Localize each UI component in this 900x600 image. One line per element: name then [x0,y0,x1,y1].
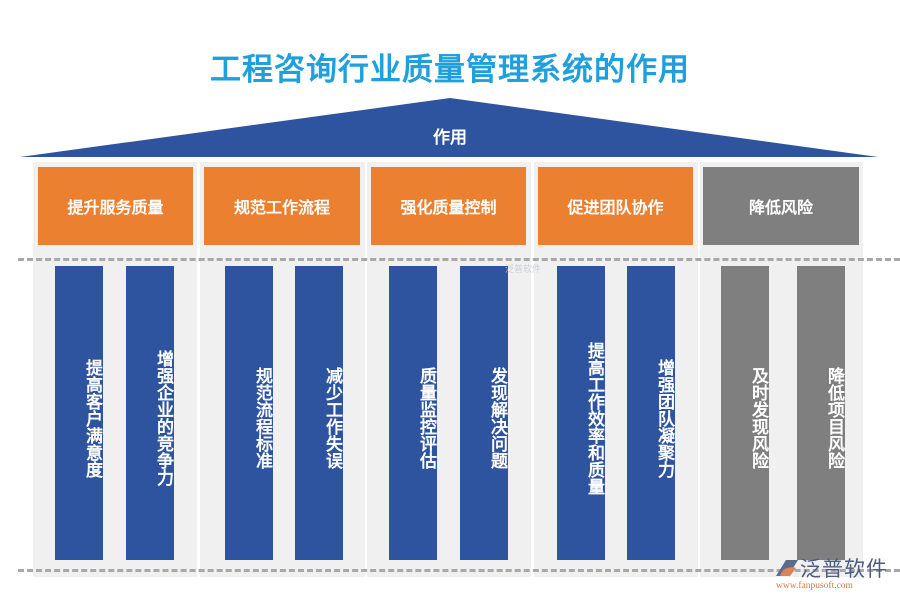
column-header-team-collaboration: 促进团队协作 [538,167,693,245]
item-text: 增强企业的竞争力 [153,350,173,486]
column-header-improve-service: 提升服务质量 [38,167,193,245]
roof-label: 作用 [433,128,467,148]
divider-top [18,258,900,261]
column-header-quality-control: 强化质量控制 [371,167,526,245]
item-bar: 增强团队凝聚力 [627,266,675,560]
item-text: 质量监控评估 [416,367,436,469]
item-bar: 质量监控评估 [389,266,437,560]
item-text: 及时发现风险 [748,367,768,469]
item-text: 增强团队凝聚力 [654,358,674,478]
item-bar: 提高工作效率和质量 [557,266,605,560]
logo-url: www.fanpusoft.com [776,581,853,591]
item-bar: 增强企业的竞争力 [126,266,174,560]
item-text: 减少工作失误 [322,367,342,469]
item-text: 规范流程标准 [252,367,272,469]
logo-name: 泛普软件 [800,557,888,581]
item-bar: 提高客户满意度 [55,266,103,560]
item-text: 提高工作效率和质量 [584,341,604,495]
divider-bottom [18,569,900,572]
roof-triangle [20,98,878,157]
column-header-reduce-risk: 降低风险 [703,167,859,245]
diagram-title: 工程咨询行业质量管理系统的作用 [210,52,690,88]
column-header-standardize-workflow: 规范工作流程 [204,167,360,245]
item-text: 提高客户满意度 [82,358,102,478]
item-bar: 及时发现风险 [721,266,769,560]
item-text: 降低项目风险 [824,367,844,469]
item-bar: 发现解决问题 [460,266,508,560]
item-text: 发现解决问题 [487,367,507,469]
item-bar: 规范流程标准 [225,266,273,560]
brand-logo: 泛普软件 www.fanpusoft.com [772,553,897,597]
item-bar: 减少工作失误 [295,266,343,560]
logo-mark-icon [776,560,798,576]
item-bar: 降低项目风险 [797,266,845,560]
watermark-center: 泛普软件 [505,265,542,275]
